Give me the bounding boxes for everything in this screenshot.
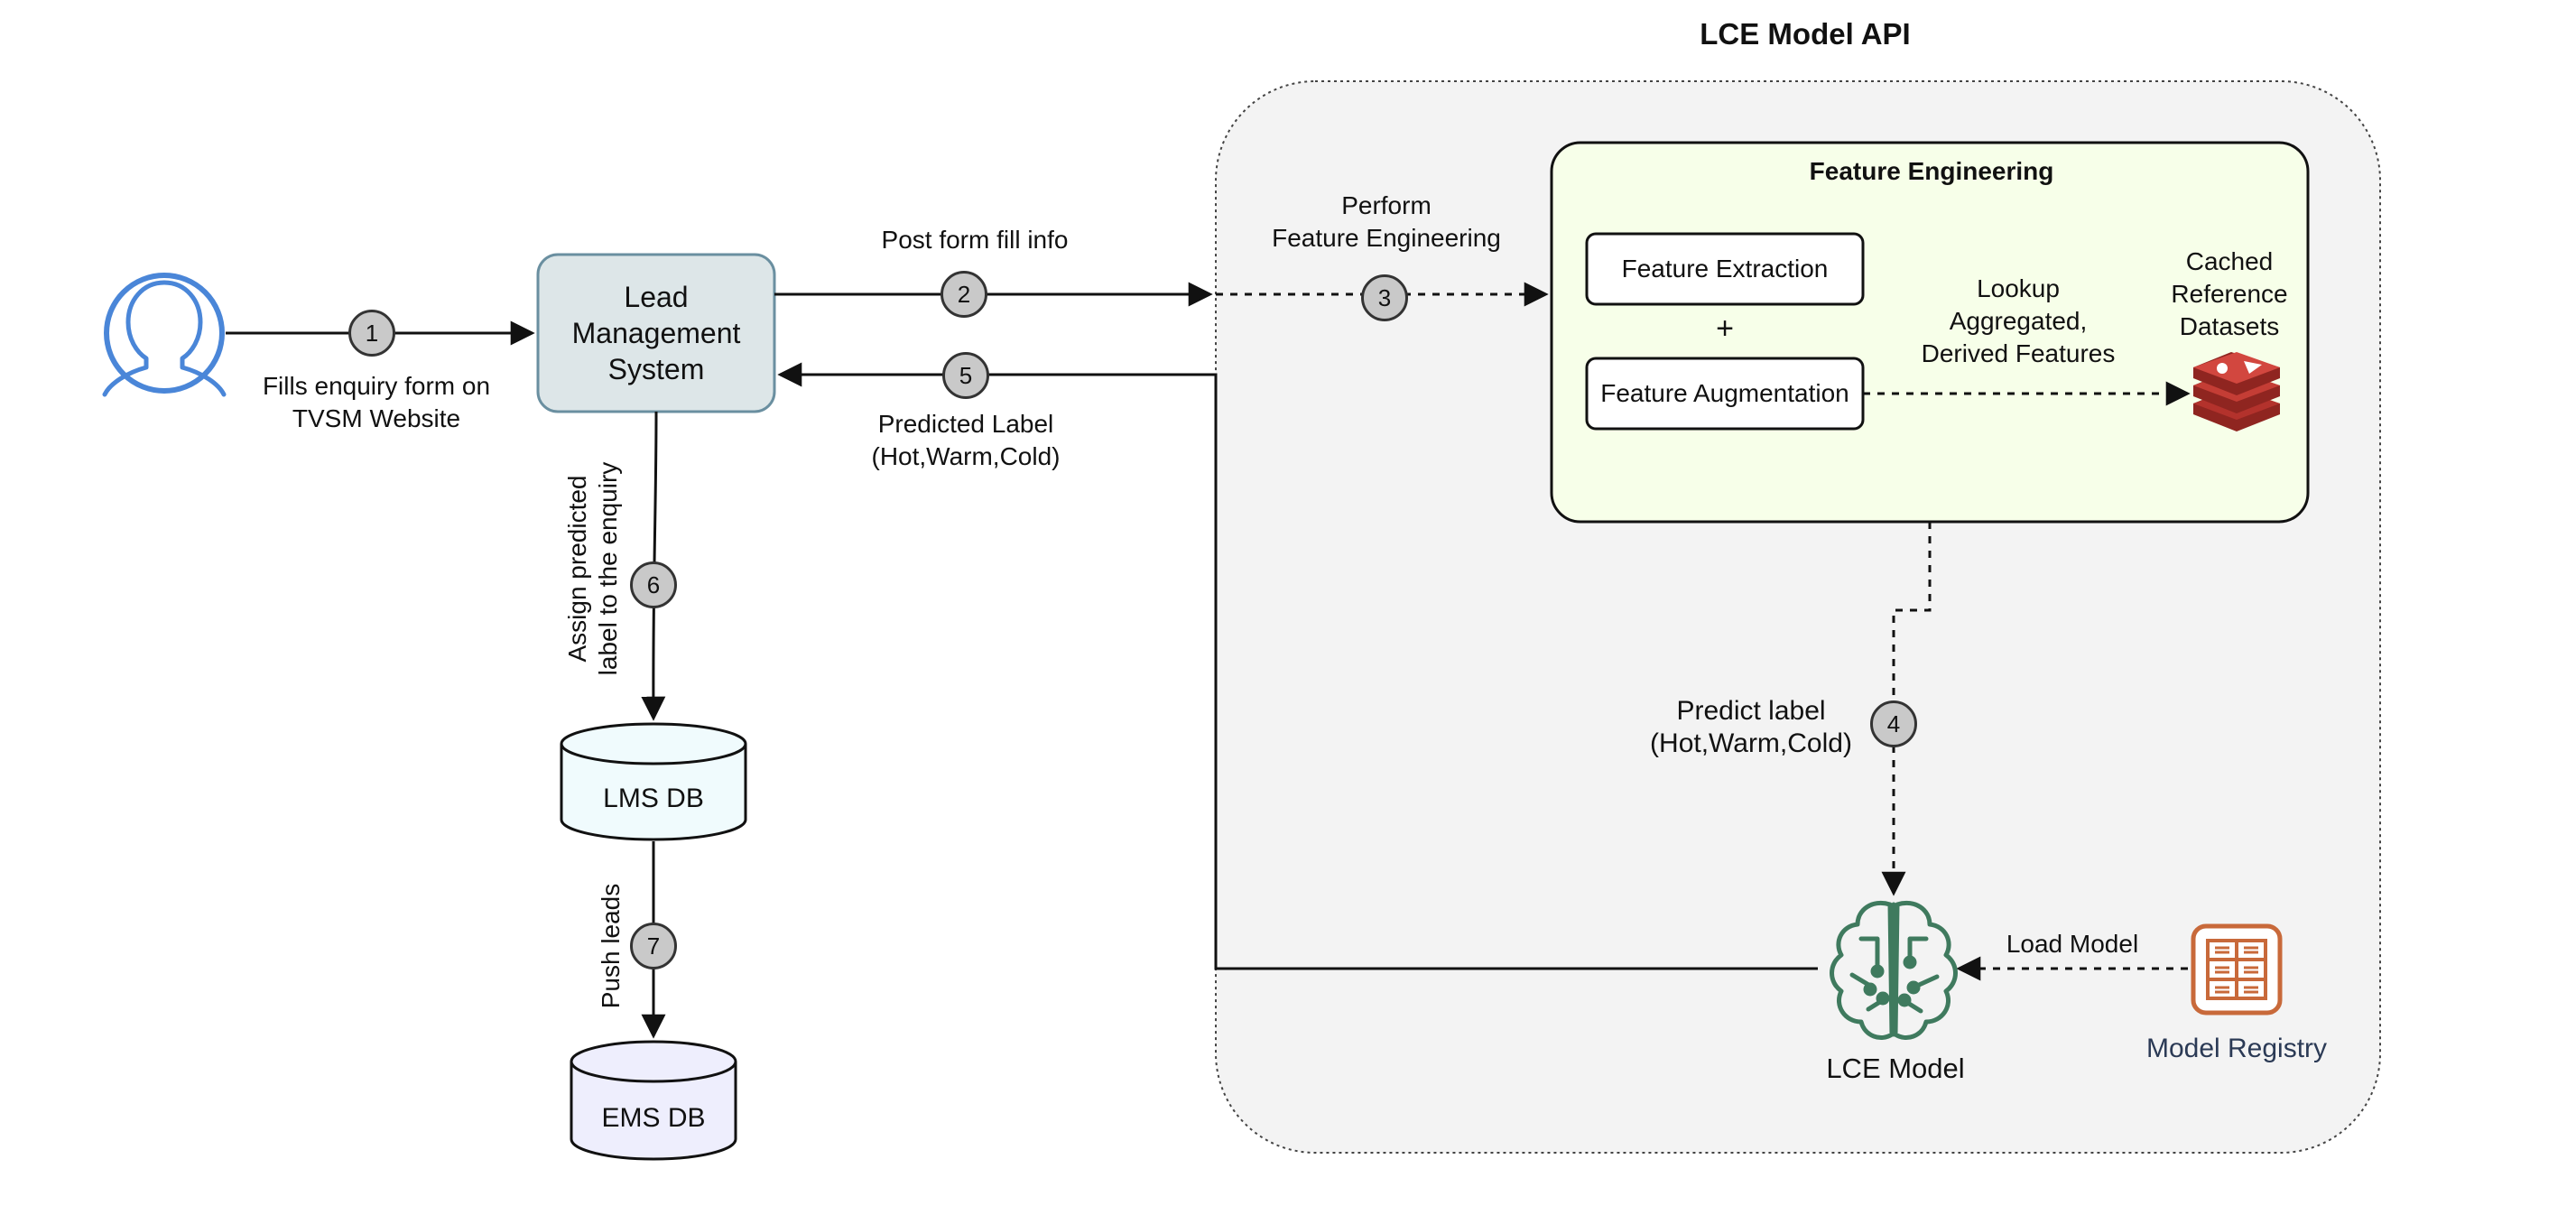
- ems-db-label: EMS DB: [601, 1103, 706, 1133]
- feature-augmentation-label: Feature Augmentation: [1600, 379, 1849, 407]
- plus-sign: +: [1716, 311, 1734, 346]
- lms-db-label: LMS DB: [603, 784, 704, 813]
- edge-label-predicted-label: Predicted Label (Hot,Warm,Cold): [871, 410, 1061, 470]
- edge-fe-to-model: [1881, 522, 1932, 896]
- step-3-marker: 3: [1361, 274, 1408, 321]
- edge-label-post-form: Post form fill info: [881, 226, 1069, 254]
- user-icon: [102, 273, 227, 397]
- step-4-marker: 4: [1870, 700, 1917, 747]
- feature-extraction-box[interactable]: [1585, 232, 1865, 306]
- edge-label-lookup: Lookup Aggregated, Derived Features: [1921, 274, 2116, 367]
- lce-model-brain-icon[interactable]: [1830, 901, 1958, 1040]
- lms-db-cylinder[interactable]: [560, 722, 747, 841]
- edge-lms-to-lmsdb: [641, 411, 666, 721]
- edge-label-fills-form: Fills enquiry form on TVSM Website: [262, 372, 491, 432]
- model-registry-icon[interactable]: [2191, 923, 2283, 1016]
- ems-db-cylinder[interactable]: [570, 1040, 737, 1161]
- cached-datasets-label: Cached Reference Datasets: [2171, 247, 2288, 340]
- lms-label: Lead Management System: [571, 281, 741, 385]
- edge-label-predict-label: Predict label (Hot,Warm,Cold): [1650, 696, 1852, 758]
- edge-label-push-leads: Push leads: [597, 883, 625, 1009]
- lce-model-label: LCE Model: [1826, 1053, 1965, 1084]
- edge-label-assign-label: Assign predicted label to the enquiry: [563, 461, 622, 676]
- step-2-marker: 2: [941, 271, 987, 318]
- api-title: LCE Model API: [1700, 17, 1911, 51]
- model-registry-label: Model Registry: [2145, 1034, 2328, 1063]
- step-6-marker: 6: [630, 561, 677, 608]
- edge-return-to-lms: [777, 362, 1818, 970]
- feature-extraction-label: Feature Extraction: [1621, 255, 1829, 283]
- edge-label-perform-fe: Perform Feature Engineering: [1272, 191, 1501, 252]
- redis-cache-icon: [2193, 352, 2280, 431]
- feature-engineering-title: Feature Engineering: [1809, 157, 2054, 185]
- step-7-marker: 7: [630, 923, 677, 969]
- step-1-marker: 1: [348, 310, 395, 357]
- edge-label-load-model: Load Model: [2006, 930, 2139, 958]
- step-5-marker: 5: [942, 352, 989, 399]
